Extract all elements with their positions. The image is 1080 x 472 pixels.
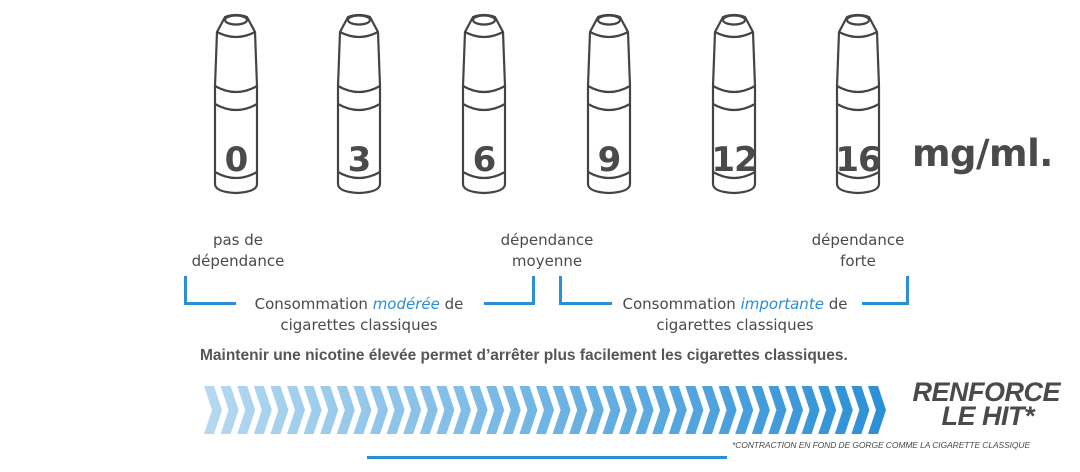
bracket-moderate-left [184,276,236,305]
bracket-moderate-right [484,276,535,305]
bottle-value: 0 [224,140,249,180]
label-line: dépendance [500,231,594,249]
chevron-arrow-band-icon [204,386,892,434]
consumption-line2: cigarettes classiques [280,316,438,334]
text: Consommation [254,295,373,313]
label-line: moyenne [511,252,583,270]
consumption-heavy: Consommation importante de cigarettes cl… [608,294,862,336]
label-no-dependence: pas de dépendance [178,230,298,272]
bracket-heavy-right [862,276,909,305]
emphasis-text: importante [740,295,824,313]
text: Consommation [622,295,741,313]
label-line: forte [840,252,876,270]
bottle-6mg: 6 [451,12,517,198]
bottle-0mg: 0 [203,12,269,198]
bottle-12mg: 12 [701,12,767,198]
text: de [439,295,464,313]
hit-line1: RENFORCE [912,377,1060,407]
consumption-line1: Consommation importante de [608,294,862,315]
label-strong-dependence: dépendance forte [798,230,918,272]
label-line: dépendance [191,252,285,270]
label-line: pas de [212,231,264,249]
bottle-value: 16 [835,140,881,180]
bottle-3mg: 3 [326,12,392,198]
bottle-value: 6 [472,140,497,180]
note-text: Maintenir une nicotine élevée permet d’a… [200,347,848,364]
bottle-9mg: 9 [576,12,642,198]
bottle-value: 9 [597,140,622,180]
label-line: dépendance [811,231,905,249]
bottle-value: 12 [711,140,757,180]
unit-label: mg/ml. [912,132,1053,175]
bracket-heavy-left [559,276,612,305]
consumption-line1: Consommation modérée de [236,294,482,315]
consumption-moderate: Consommation modérée de cigarettes class… [236,294,482,336]
hit-heading: RENFORCE LE HIT* [900,377,1060,431]
divider-line [367,456,727,459]
bottle-value: 3 [347,140,372,180]
consumption-line2: cigarettes classiques [656,316,814,334]
text: de [823,295,848,313]
emphasis-text: modérée [372,295,440,313]
hit-line2: LE HIT* [941,401,1034,431]
footnote: *CONTRACTION EN FOND DE GORGE COMME LA C… [732,440,1031,450]
bottle-16mg: 16 [825,12,891,198]
label-medium-dependence: dépendance moyenne [487,230,607,272]
